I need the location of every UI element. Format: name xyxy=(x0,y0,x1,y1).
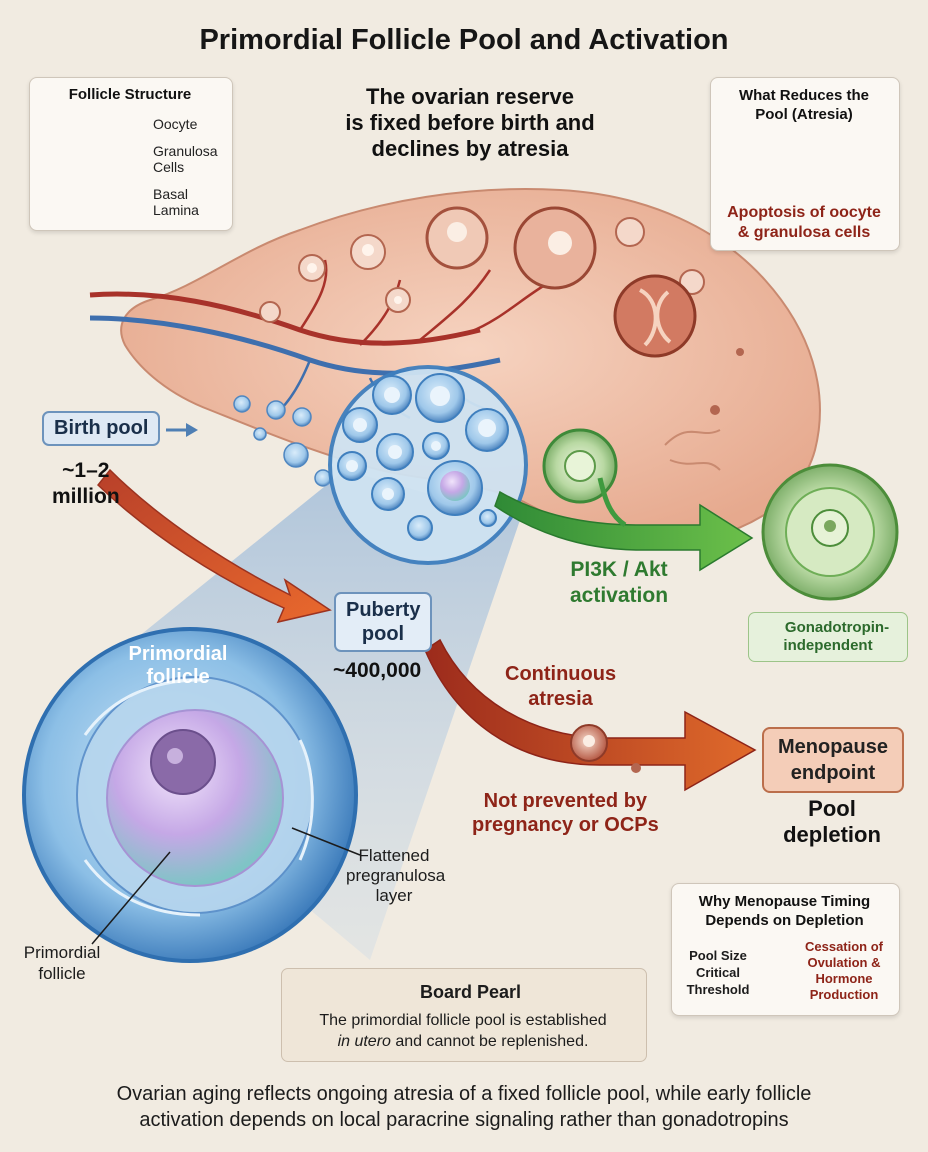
birth-to-puberty-arrow xyxy=(96,468,332,624)
puberty-pool-count: ~400,000 xyxy=(333,659,422,682)
atresia-card-caption: Apoptosis of oocyte& granulosa cells xyxy=(727,204,881,241)
footer-summary: Ovarian aging reflects ongoing atresia o… xyxy=(116,1083,812,1131)
blood-vessel-red xyxy=(89,291,481,346)
board-pearl-text: The primordial follicle pool is establis… xyxy=(319,1012,607,1050)
pregranulosa-leader xyxy=(291,827,361,856)
primordial-leader xyxy=(91,851,171,945)
menopause-timing-card xyxy=(671,883,900,1016)
follicle-structure-card xyxy=(29,77,233,231)
primordial-follicles-scatter xyxy=(233,395,332,487)
gonadotropin-badge: Gonadotropin- independent xyxy=(748,612,908,662)
birth-pool-label: Birth pool xyxy=(42,411,161,446)
board-pearl-card xyxy=(281,968,647,1062)
ovary-follicles xyxy=(259,206,744,471)
label-oocyte: Oocyte xyxy=(153,116,198,132)
board-pearl-title: Board Pearl xyxy=(420,982,522,1002)
continuous-atresia-arrow xyxy=(424,638,757,792)
activation-arrow xyxy=(494,490,754,572)
page-title: Primordial Follicle Pool and Activation xyxy=(199,24,729,56)
atresia-card xyxy=(710,77,900,251)
primordial-follicle-enlarged xyxy=(22,627,358,963)
headline: The ovarian reserve is fixed before birt… xyxy=(345,84,595,161)
activated-follicle xyxy=(761,463,899,601)
magnified-follicle-pool xyxy=(328,365,528,565)
follicle-structure-title: Follicle Structure xyxy=(68,86,192,103)
